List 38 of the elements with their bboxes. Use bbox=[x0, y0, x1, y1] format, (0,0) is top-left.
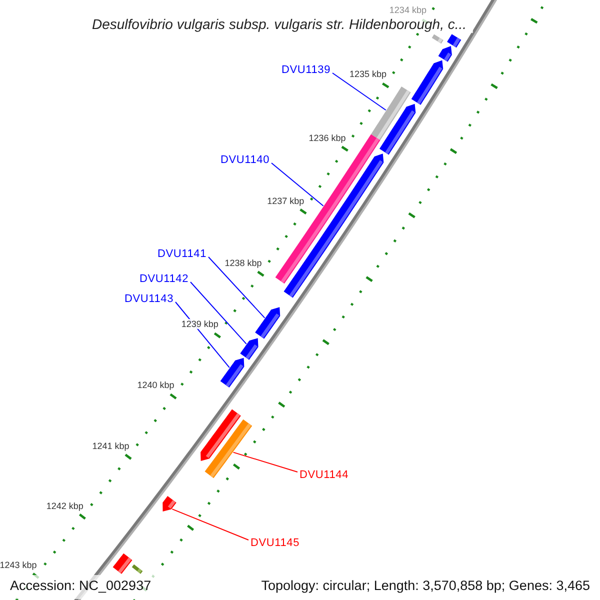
gene-feature bbox=[204, 419, 252, 478]
scale-label: 1236 kbp bbox=[308, 132, 347, 143]
gene-label: DVU1145 bbox=[250, 537, 300, 549]
gene-feature bbox=[411, 60, 444, 105]
gene-feature bbox=[438, 46, 452, 62]
scale-label: 1239 kbp bbox=[180, 319, 220, 330]
scale-label: 1241 kbp bbox=[91, 440, 130, 451]
gene-feature bbox=[255, 307, 280, 339]
scale-label: 1237 kbp bbox=[266, 196, 306, 206]
gene-feature bbox=[371, 86, 411, 140]
scale-label: 1240 kbp bbox=[136, 380, 176, 390]
leader-line bbox=[271, 162, 324, 206]
gene-feature bbox=[132, 564, 143, 574]
topology-text: Topology: circular; Length: 3,570,858 bp; Genes: 3,465 bbox=[261, 578, 590, 593]
gene-label: DVU1141 bbox=[158, 248, 206, 260]
scale-label: 1242 kbp bbox=[45, 500, 84, 511]
leader-line bbox=[175, 302, 230, 368]
gene-label: DVU1143 bbox=[124, 293, 174, 305]
scale-label: 1243 kbp bbox=[0, 560, 38, 570]
gene-feature bbox=[432, 34, 444, 44]
gene-label: DVU1142 bbox=[140, 273, 188, 285]
leader-line bbox=[332, 72, 386, 111]
leader-line bbox=[232, 452, 298, 472]
scale-label: 1238 kbp bbox=[224, 258, 263, 268]
leader-line bbox=[172, 508, 249, 540]
scale-label: 1235 kbp bbox=[348, 69, 388, 80]
gene-label: DVU1140 bbox=[220, 154, 270, 166]
accession-text: Accession: NC_002937 bbox=[10, 578, 152, 593]
leader-line bbox=[208, 256, 266, 318]
gene-feature bbox=[447, 34, 462, 48]
leader-line bbox=[190, 282, 247, 344]
gene-feature bbox=[220, 358, 244, 388]
scale-label: 1234 kbp bbox=[388, 5, 428, 16]
gene-feature bbox=[112, 553, 132, 574]
gene-label: DVU1139 bbox=[282, 64, 330, 76]
gene-label: DVU1144 bbox=[300, 469, 348, 481]
gene-feature bbox=[240, 338, 258, 360]
gene-feature bbox=[162, 496, 176, 512]
